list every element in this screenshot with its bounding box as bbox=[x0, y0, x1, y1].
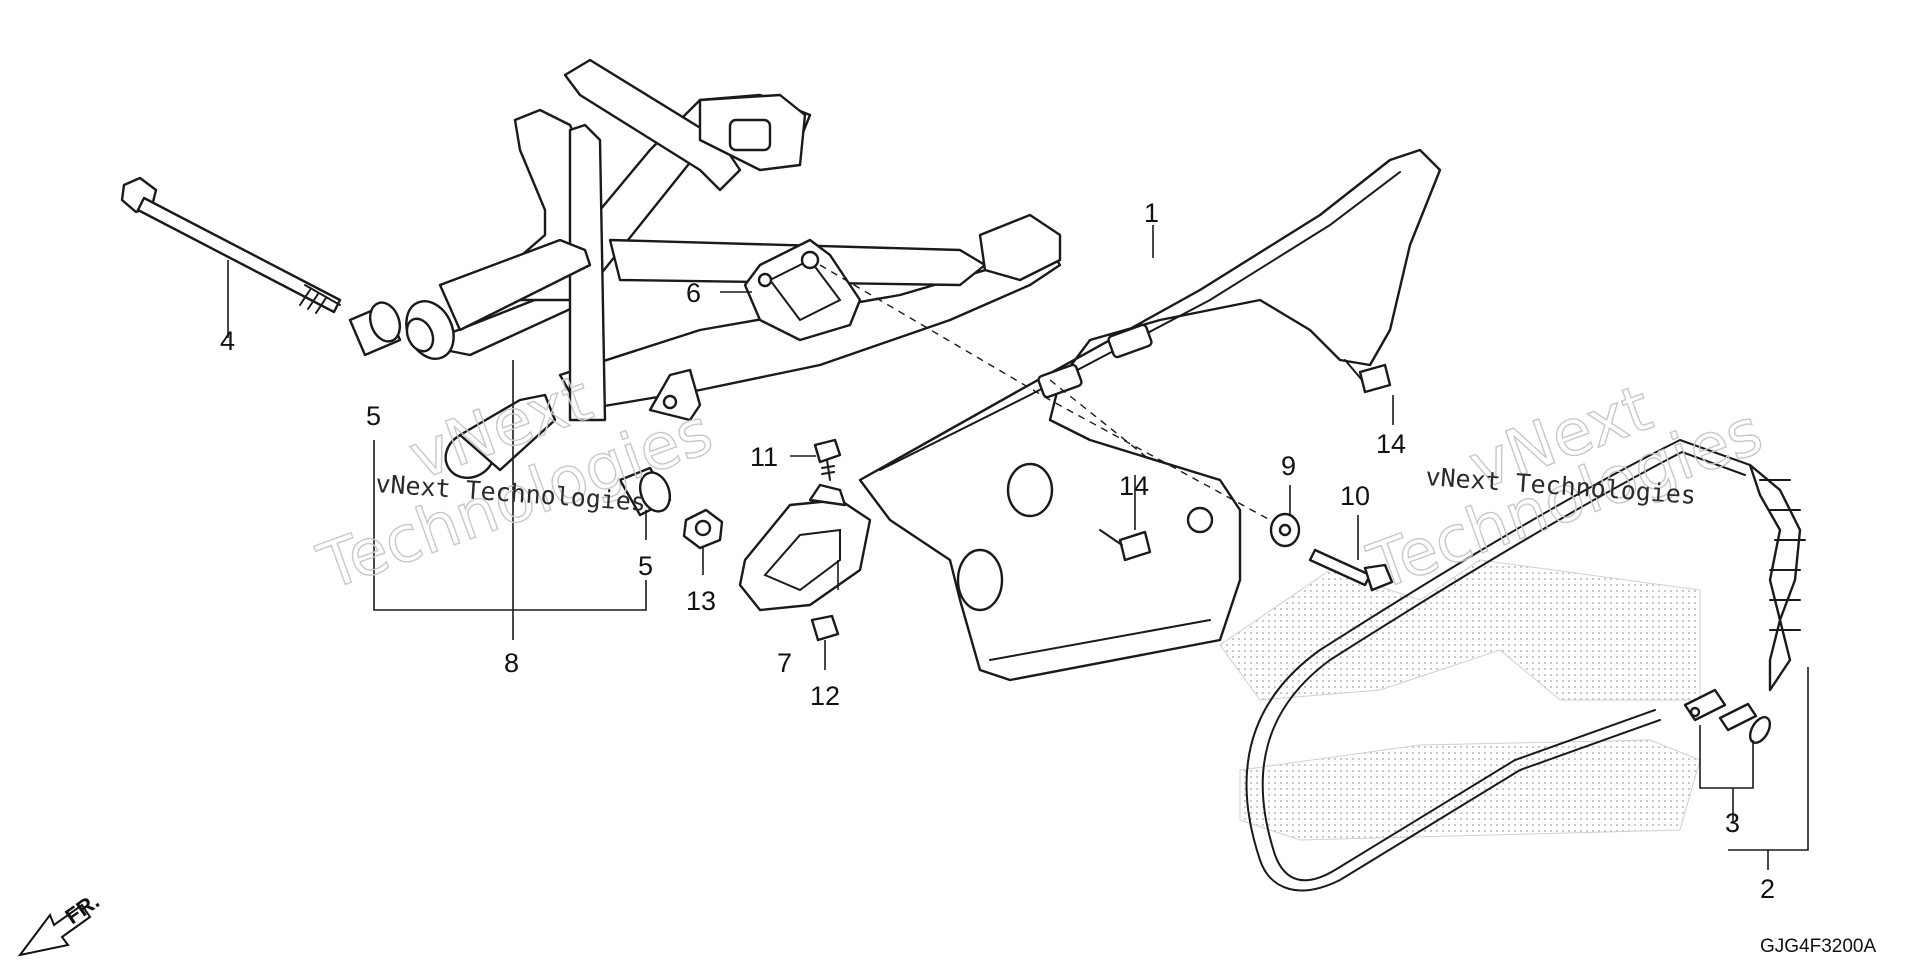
callout-9: 9 bbox=[1281, 451, 1296, 481]
callout-11: 11 bbox=[750, 442, 778, 472]
callout-14b: 14 bbox=[1376, 429, 1406, 459]
watermark-right: vNext Technologies vNext Technologies bbox=[1359, 371, 1773, 606]
callout-13: 13 bbox=[686, 586, 716, 616]
part-2-drive-chain bbox=[1245, 438, 1806, 892]
part-4-pivot-bolt bbox=[120, 176, 342, 314]
callout-1: 1 bbox=[1144, 198, 1159, 228]
callout-2: 2 bbox=[1760, 874, 1775, 904]
part-5-bushings bbox=[348, 301, 672, 517]
callout-14a: 14 bbox=[1119, 471, 1149, 501]
part-14-bolts bbox=[1099, 359, 1392, 562]
callout-labels: 1 2 3 4 5 5 6 7 8 9 10 11 12 13 14 14 bbox=[220, 198, 1775, 904]
diagram-code: GJG4F3200A bbox=[1760, 936, 1876, 957]
callout-7: 7 bbox=[777, 648, 792, 678]
leader-lines bbox=[227, 225, 1809, 870]
callout-5b: 5 bbox=[638, 551, 653, 581]
part-7-chain-guide bbox=[738, 483, 872, 612]
part-1-chain-case bbox=[858, 148, 1442, 682]
part-9-washer bbox=[1269, 512, 1301, 548]
callout-8: 8 bbox=[504, 648, 519, 678]
callout-4: 4 bbox=[220, 326, 235, 356]
callout-6: 6 bbox=[686, 278, 701, 308]
part-13-nut bbox=[682, 508, 724, 550]
dotted-emblem-watermark bbox=[1219, 559, 1701, 841]
callout-5a: 5 bbox=[366, 401, 381, 431]
part-3-chain-joint bbox=[1683, 688, 1772, 744]
front-direction-arrow-icon: FR. bbox=[17, 888, 104, 957]
part-10-bolt bbox=[1308, 548, 1394, 592]
callout-3: 3 bbox=[1725, 808, 1740, 838]
part-6-chain-slider-plate bbox=[743, 238, 862, 342]
callout-10: 10 bbox=[1340, 481, 1370, 511]
callout-12: 12 bbox=[810, 681, 840, 711]
part-12-collar bbox=[810, 614, 840, 642]
alignment-lines bbox=[819, 264, 1271, 521]
part-11-bolt bbox=[813, 438, 842, 481]
